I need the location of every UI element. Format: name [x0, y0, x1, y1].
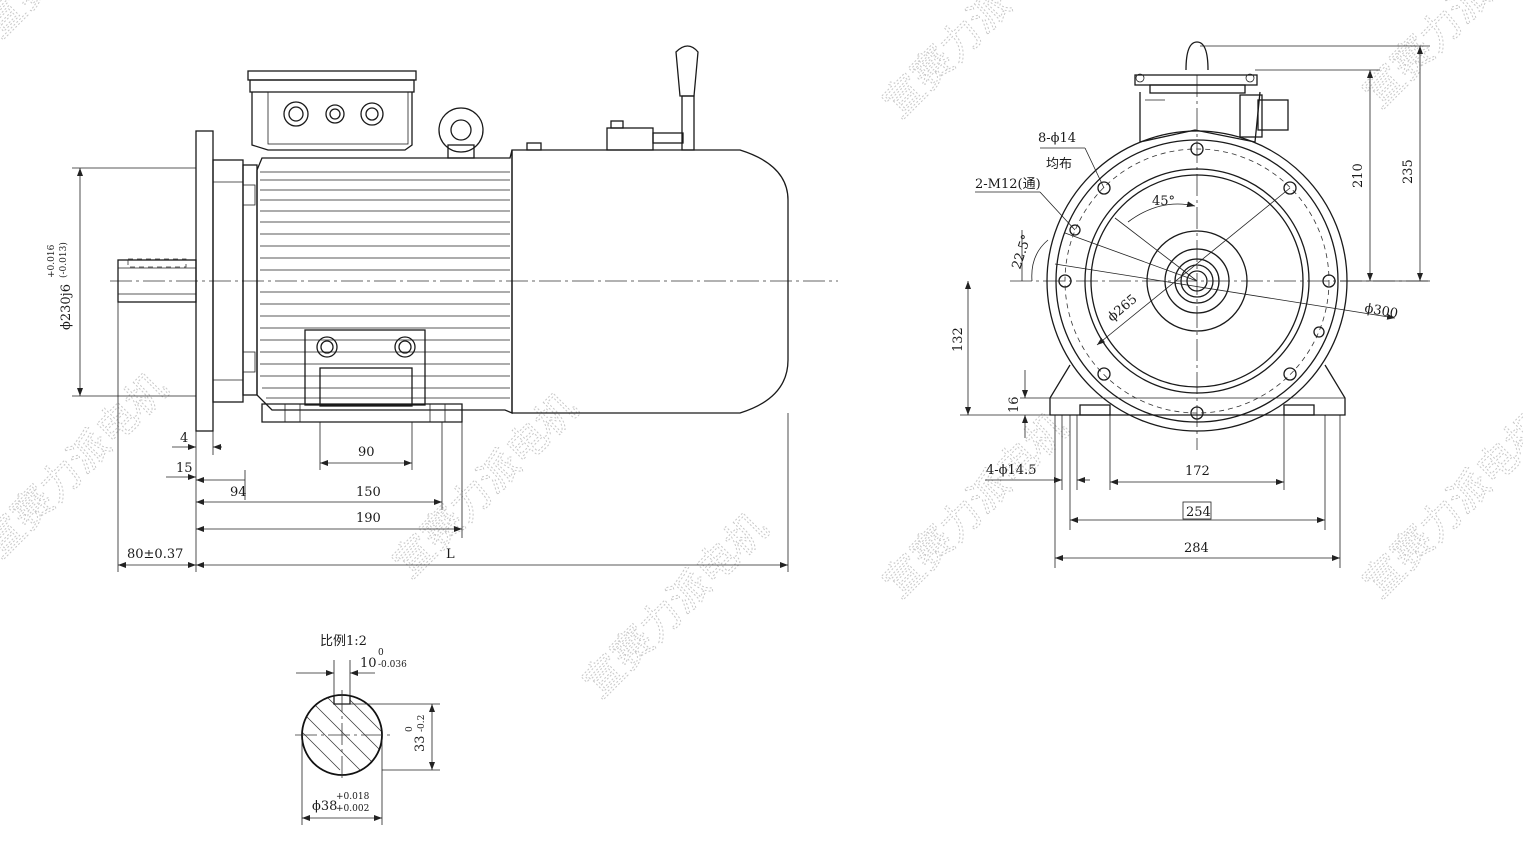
watermark: 宣赛力派电机	[0, 365, 177, 567]
watermark: 宣赛力派电机	[1355, 405, 1523, 607]
dim-90-label: 90	[358, 445, 375, 460]
shaft-tol-upper: +0.018	[336, 792, 370, 802]
watermark-layer: 宣赛力派电机 宣赛力派电机 宣赛力派电机 宣赛力派电机 宣赛力派电机 宣赛力派电…	[0, 0, 1523, 708]
dim-94-label: 94	[230, 485, 247, 500]
dim-132-label: 132	[951, 327, 966, 352]
shaft-dia-label: ϕ38	[312, 799, 337, 814]
flange-spigot-label: ϕ230j6	[59, 284, 74, 330]
depth-tol-lower: -0.2	[417, 715, 427, 732]
dim-210-label: 210	[1351, 163, 1366, 188]
cable-gland-icon	[283, 101, 384, 127]
tap-label: 2-M12(通)	[975, 177, 1041, 192]
watermark: 宣赛力派电机	[1355, 0, 1523, 117]
key-width-label: 10	[360, 656, 377, 671]
shaft-section-view: 比例1:2 10 0 -0.036	[295, 634, 440, 825]
pcd-265-label: ϕ265	[1105, 292, 1140, 325]
watermark: 宣赛力派电机	[875, 0, 1077, 127]
cooling-fins	[260, 171, 510, 399]
watermark: 宣赛力派电机	[0, 0, 177, 47]
dim-shaft-label: 80±0.37	[127, 547, 183, 562]
foot-holes-label: 4-ϕ14.5	[986, 463, 1036, 478]
flange-tol-upper: +0.016	[47, 244, 57, 278]
brake-release-lever-icon	[526, 45, 699, 151]
holes-label: 8-ϕ14	[1038, 131, 1076, 146]
dim-254-label: 254	[1186, 505, 1211, 520]
section-scale-label: 比例1:2	[320, 634, 367, 649]
side-view: ϕ230j6 +0.016 (-0.013) 4 15 94 90 150	[47, 45, 838, 572]
holes-note: 均布	[1046, 157, 1072, 172]
flange-hole-icon	[1058, 142, 1336, 420]
dim-L-label: L	[446, 547, 455, 562]
front-view: 8-ϕ14 均布 2-M12(通) 45° 22.5° ϕ265 ϕ300 21…	[951, 41, 1430, 568]
key-tol-upper: 0	[378, 648, 384, 658]
depth-tol-upper: 0	[405, 726, 415, 732]
dim-190-label: 190	[356, 511, 381, 526]
watermark: 宣赛力派电机	[575, 505, 777, 707]
watermark: 宣赛力派电机	[385, 385, 587, 587]
dim-235-label: 235	[1401, 159, 1416, 184]
dim-15-label: 15	[176, 461, 193, 476]
dim-172-label: 172	[1185, 464, 1210, 479]
shaft-tol-lower: +0.002	[336, 804, 369, 814]
dim-4-label: 4	[180, 431, 188, 446]
watermark: 宣赛力派电机	[875, 405, 1077, 607]
dia-300-label: ϕ300	[1363, 301, 1399, 322]
key-tol-lower: -0.036	[378, 660, 407, 670]
angle-45-label: 45°	[1152, 194, 1175, 209]
flange-tol-lower: (-0.013)	[58, 242, 69, 278]
key-depth-label: 33	[413, 735, 428, 752]
dim-284-label: 284	[1184, 541, 1209, 556]
dim-16-label: 16	[1007, 396, 1022, 413]
lifting-eye-icon	[438, 107, 484, 159]
dim-150-label: 150	[356, 485, 381, 500]
angle-22-label: 22.5°	[1010, 233, 1035, 271]
